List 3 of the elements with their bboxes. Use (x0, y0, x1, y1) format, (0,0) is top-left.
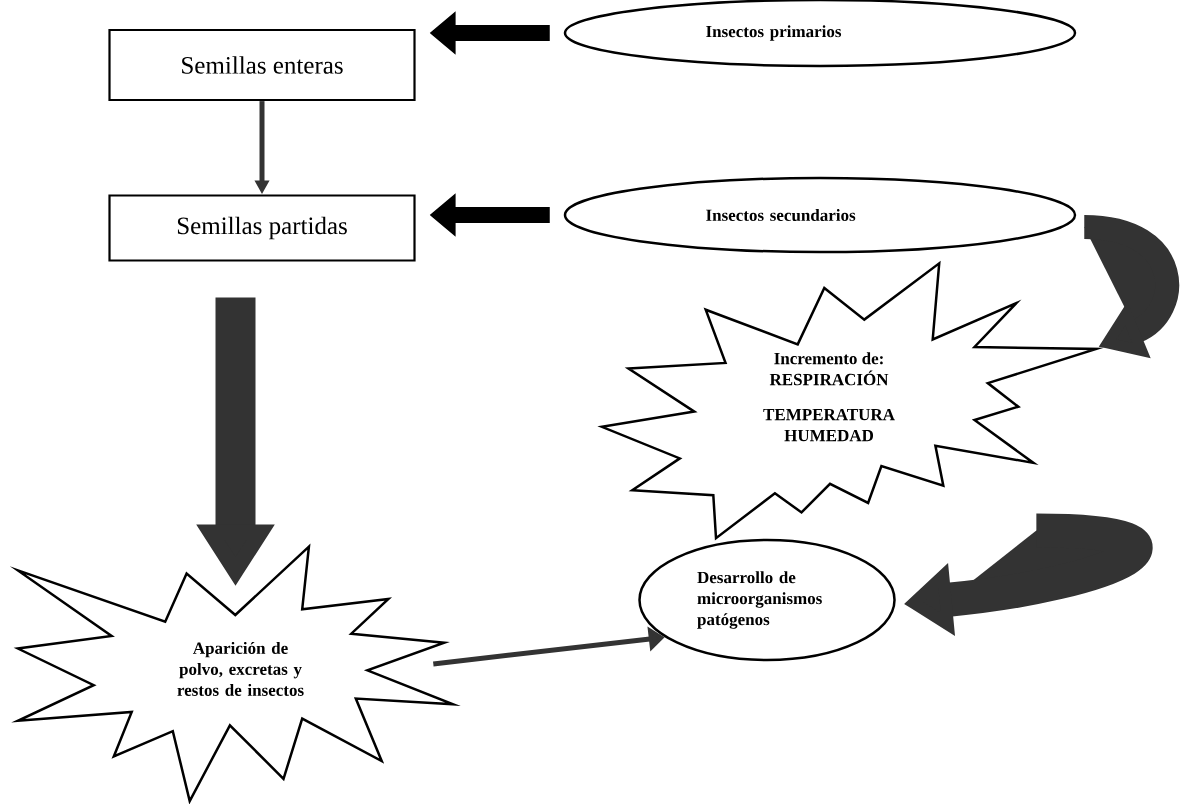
starburst: Incremento de: RESPIRACIÓN TEMPERATURA HUMEDAD (597, 260, 1104, 541)
process-box: Semillas partidas (108, 194, 416, 262)
process-box: Semillas enteras (108, 28, 416, 102)
